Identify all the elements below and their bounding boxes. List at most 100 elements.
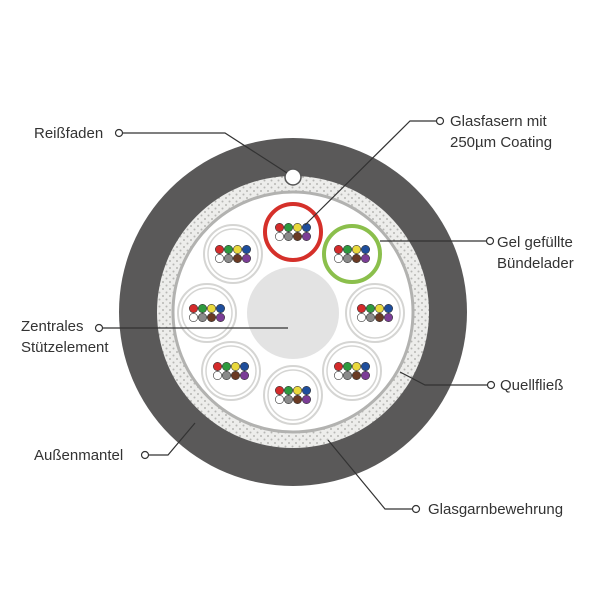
- fiber: [333, 361, 343, 371]
- central-strength-member: [247, 267, 339, 359]
- fiber: [292, 223, 302, 233]
- fiber: [216, 303, 226, 313]
- fiber: [233, 245, 243, 255]
- endpoint-reissfaden: [114, 128, 124, 138]
- fiber: [301, 223, 311, 233]
- fiber: [224, 254, 234, 264]
- fiber: [383, 312, 393, 322]
- leader-endpoints: [94, 116, 496, 514]
- fiber: [301, 394, 311, 404]
- fiber: [374, 312, 384, 322]
- label-gel-1: Gel gefüllte: [497, 234, 573, 251]
- fiber: [360, 254, 370, 264]
- fiber: [374, 303, 384, 313]
- tube-ring-inner: [349, 287, 401, 339]
- loose-tubes-group: [176, 201, 406, 426]
- fiber: [333, 245, 343, 255]
- fiber: [351, 361, 361, 371]
- fiber: [224, 245, 234, 255]
- fiber: [365, 303, 375, 313]
- fiber: [360, 245, 370, 255]
- fiber: [351, 254, 361, 264]
- loose-tube: [176, 282, 238, 344]
- fiber: [333, 370, 343, 380]
- fiber: [365, 312, 375, 322]
- tube-ring-inner: [326, 345, 378, 397]
- fiber: [213, 361, 223, 371]
- tube-ring-inner: [181, 287, 233, 339]
- loose-tube: [321, 340, 383, 402]
- fiber: [342, 361, 352, 371]
- leader-reissfaden: [123, 132, 288, 174]
- fiber: [215, 245, 225, 255]
- fiber: [240, 361, 250, 371]
- leader-glasgarn: [327, 439, 413, 510]
- fiber: [356, 303, 366, 313]
- fiber: [333, 254, 343, 264]
- loose-tube: [202, 223, 264, 285]
- fiber: [242, 245, 252, 255]
- loose-tube: [262, 201, 324, 263]
- fiber: [216, 312, 226, 322]
- fiber: [222, 361, 232, 371]
- leader-quellfliess: [399, 371, 488, 386]
- fiber: [274, 385, 284, 395]
- label-glasfasern-2: 250µm Coating: [450, 134, 552, 151]
- fiber: [283, 223, 293, 233]
- fiber: [274, 223, 284, 233]
- label-quellfliess: Quellfließ: [500, 377, 563, 394]
- fiber: [231, 361, 241, 371]
- fiber: [283, 385, 293, 395]
- endpoint-aussenmantel: [140, 450, 150, 460]
- fiber: [222, 370, 232, 380]
- fiber: [240, 370, 250, 380]
- label-glasgarn: Glasgarnbewehrung: [428, 501, 563, 518]
- tube-ring-inner: [205, 345, 257, 397]
- tube-ring-inner: [267, 369, 319, 421]
- fiber: [198, 312, 208, 322]
- label-glasfasern-1: Glasfasern mit: [450, 113, 548, 130]
- fiber: [301, 232, 311, 242]
- endpoint-zentrales: [94, 323, 104, 333]
- label-aussenmantel: Außenmantel: [34, 447, 123, 464]
- leader-aussenmantel: [148, 422, 196, 456]
- rip-cord: [284, 168, 302, 186]
- endpoint-glasfasern: [435, 116, 445, 126]
- loose-tube: [200, 340, 262, 402]
- fiber: [233, 254, 243, 264]
- fiber: [292, 394, 302, 404]
- fiber: [356, 312, 366, 322]
- fiber: [342, 245, 352, 255]
- fiber: [292, 232, 302, 242]
- fiber: [242, 254, 252, 264]
- fiber: [342, 370, 352, 380]
- leader-glasfasern: [304, 120, 438, 226]
- fiber: [213, 370, 223, 380]
- fiber: [207, 312, 217, 322]
- loose-tube: [344, 282, 406, 344]
- fiber: [383, 303, 393, 313]
- label-gel-2: Bündelader: [497, 255, 574, 272]
- fiber: [301, 385, 311, 395]
- tube-ring-inner: [207, 228, 259, 280]
- fiber: [215, 254, 225, 264]
- loose-tube: [321, 223, 383, 285]
- fiber: [342, 254, 352, 264]
- highlight-ring-green: [322, 224, 382, 284]
- endpoint-glasgarn: [411, 504, 421, 514]
- endpoint-gel: [485, 236, 495, 246]
- fiber: [292, 385, 302, 395]
- fiber: [274, 232, 284, 242]
- fiber: [189, 303, 199, 313]
- fiber: [360, 370, 370, 380]
- highlight-ring-red: [263, 202, 323, 262]
- fiber: [283, 394, 293, 404]
- label-zentrales-2: Stützelement: [21, 339, 109, 356]
- fiber: [274, 394, 284, 404]
- fiber: [360, 361, 370, 371]
- loose-tube: [262, 364, 324, 426]
- fiber: [231, 370, 241, 380]
- leader-lines: [99, 120, 488, 510]
- label-reissfaden: Reißfaden: [34, 125, 103, 142]
